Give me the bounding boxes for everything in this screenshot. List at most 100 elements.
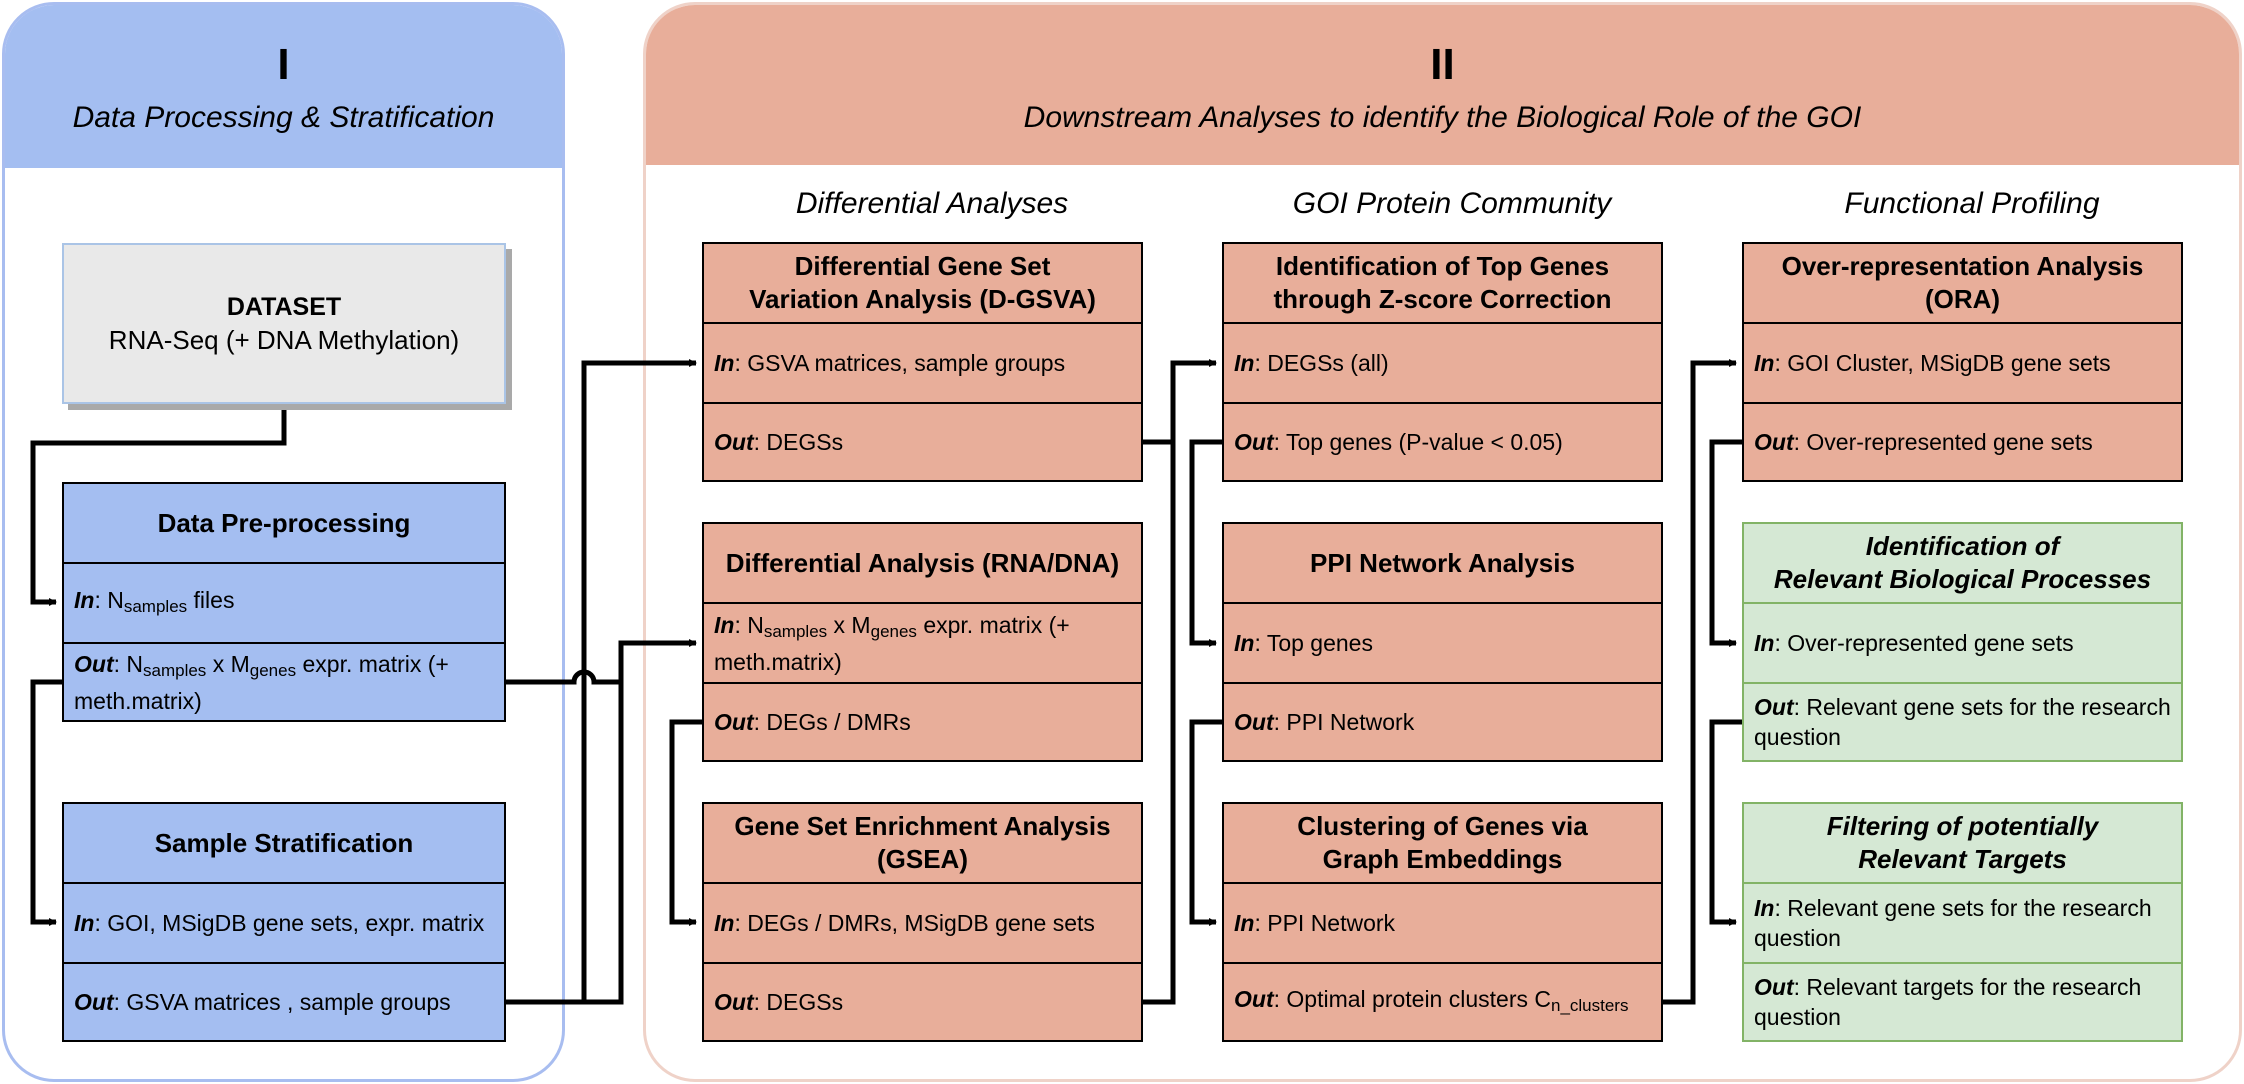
arrow-gsea-to-topgenes — [1143, 442, 1176, 1005]
output-text: : DEGSs — [753, 429, 844, 455]
arrow-topgenes-to-ppi — [1189, 439, 1222, 647]
in-label: In — [74, 586, 95, 613]
arrow-preprocessing-to-stratification — [30, 679, 62, 926]
out-label: Out — [74, 650, 114, 677]
input-text: : DEGSs (all) — [1254, 350, 1389, 376]
input-text: : GSVA matrices, sample groups — [734, 350, 1066, 376]
output-text: : DEGs / DMRs — [753, 709, 911, 735]
column-title-functional: Functional Profiling — [1844, 187, 2100, 220]
input-text: : DEGs / DMRs, MSigDB gene sets — [734, 910, 1095, 936]
input-text: : Over-represented gene sets — [1774, 630, 2074, 656]
arrow-diff-to-gsea — [669, 719, 702, 926]
in-label: In — [1754, 350, 1775, 376]
output-text: : DEGSs — [753, 989, 844, 1015]
in-label: In — [714, 350, 735, 376]
box-input-row: In: DEGSs (all) — [1224, 322, 1661, 402]
in-label: In — [1234, 910, 1255, 936]
box-title: Data Pre-processing — [157, 507, 411, 538]
box-output-row: Out: Over-represented gene sets — [1744, 402, 2181, 480]
output-text: : PPI Network — [1273, 709, 1415, 735]
panel-header: II Downstream Analyses to identify the B… — [646, 5, 2239, 165]
input-text: expr. matrix (+ meth.matrix) — [714, 611, 1070, 675]
title-line: Identification of — [1865, 531, 2060, 561]
box-ora: Over-representation Analysis(ORA) In: GO… — [1742, 242, 2183, 482]
box-input-row: In: Nsamples x Mgenes expr. matrix (+ me… — [704, 602, 1141, 682]
title-line: Relevant Biological Processes — [1773, 564, 2152, 594]
box-output-row: Out: DEGSs — [704, 962, 1141, 1040]
title-line: Identification of Top Genes — [1275, 251, 1610, 281]
input-text: files — [187, 586, 235, 613]
output-sub: samples — [143, 660, 207, 680]
out-label: Out — [1754, 429, 1794, 455]
output-text: : Top genes (P-value < 0.05) — [1273, 429, 1563, 455]
box-title: Differential Analysis (RNA/DNA) — [725, 547, 1120, 578]
title-line: Graph Embeddings — [1322, 844, 1563, 874]
output-text: : N — [113, 650, 143, 677]
input-text: : GOI Cluster, MSigDB gene sets — [1774, 350, 2111, 376]
out-label: Out — [1234, 985, 1274, 1012]
panel-subtitle: Data Processing & Stratification — [72, 101, 495, 134]
output-text: : GSVA matrices , sample groups — [113, 989, 451, 1015]
input-text: : N — [94, 586, 124, 613]
box-output-row: Out: Top genes (P-value < 0.05) — [1224, 402, 1661, 480]
output-text: x M — [206, 650, 250, 677]
out-label: Out — [1234, 429, 1274, 455]
box-gsea: Gene Set Enrichment Analysis(GSEA) In: D… — [702, 802, 1143, 1042]
dataset-title: DATASET — [226, 292, 342, 321]
out-label: Out — [714, 989, 754, 1015]
box-input-row: In: Nsamples files — [64, 562, 504, 642]
box-output-row: Out: Relevant gene sets for the research… — [1744, 682, 2181, 760]
arrow-stratification-to-diff — [584, 682, 624, 1005]
box-output-row: Out: GSVA matrices , sample groups — [64, 962, 504, 1040]
input-sub: samples — [763, 621, 828, 641]
input-sub: samples — [123, 596, 188, 616]
title-line: Variation Analysis (D-GSVA) — [749, 284, 1096, 314]
out-label: Out — [714, 709, 754, 735]
title-line: (ORA) — [1924, 284, 2001, 314]
box-output-row: Out: PPI Network — [1224, 682, 1661, 760]
box-output-row: Out: DEGs / DMRs — [704, 682, 1141, 760]
output-text: : Relevant gene sets for the research qu… — [1754, 694, 2171, 750]
in-label: In — [1754, 895, 1775, 921]
title-line: through Z-score Correction — [1273, 284, 1612, 314]
input-text: : PPI Network — [1254, 910, 1396, 936]
arrow-ora-to-relevant-bio — [1709, 439, 1742, 647]
box-output-row: Out: Nsamples x Mgenes expr. matrix (+ m… — [64, 642, 504, 720]
arrow-stratification-to-dgsva — [506, 359, 697, 1005]
input-text: x M — [827, 611, 871, 638]
in-label: In — [714, 910, 735, 936]
box-title: Over-representation Analysis(ORA) — [1744, 244, 2181, 322]
title-line: (GSEA) — [876, 844, 968, 874]
arrow-preprocessing-to-diff — [506, 639, 697, 685]
box-input-row: In: GSVA matrices, sample groups — [704, 322, 1141, 402]
title-line: Over-representation Analysis — [1781, 251, 2144, 281]
box-input-row: In: Over-represented gene sets — [1744, 602, 2181, 682]
box-input-row: In: GOI Cluster, MSigDB gene sets — [1744, 322, 2181, 402]
title-line: Filtering of potentially — [1826, 811, 2099, 841]
output-text: expr. matrix (+ meth.matrix) — [74, 650, 449, 714]
output-text: : Over-represented gene sets — [1793, 429, 2093, 455]
title-line: Gene Set Enrichment Analysis — [734, 811, 1111, 841]
title-line: Clustering of Genes via — [1297, 811, 1588, 841]
input-sub: genes — [870, 621, 917, 641]
in-label: In — [1754, 630, 1775, 656]
input-text: : N — [734, 611, 764, 638]
output-sub: n_clusters — [1550, 995, 1629, 1015]
out-label: Out — [1234, 709, 1274, 735]
dataset-subtitle: RNA-Seq (+ DNA Methylation) — [108, 324, 460, 355]
column-title-community: GOI Protein Community — [1292, 187, 1612, 220]
arrow-clustering-to-ora — [1663, 359, 1737, 1005]
input-text: : Relevant gene sets for the research qu… — [1754, 895, 2152, 951]
panel-header: I Data Processing & Stratification — [5, 5, 562, 168]
output-sub: genes — [249, 660, 297, 680]
box-input-row: In: PPI Network — [1224, 882, 1661, 962]
in-label: In — [1234, 350, 1255, 376]
